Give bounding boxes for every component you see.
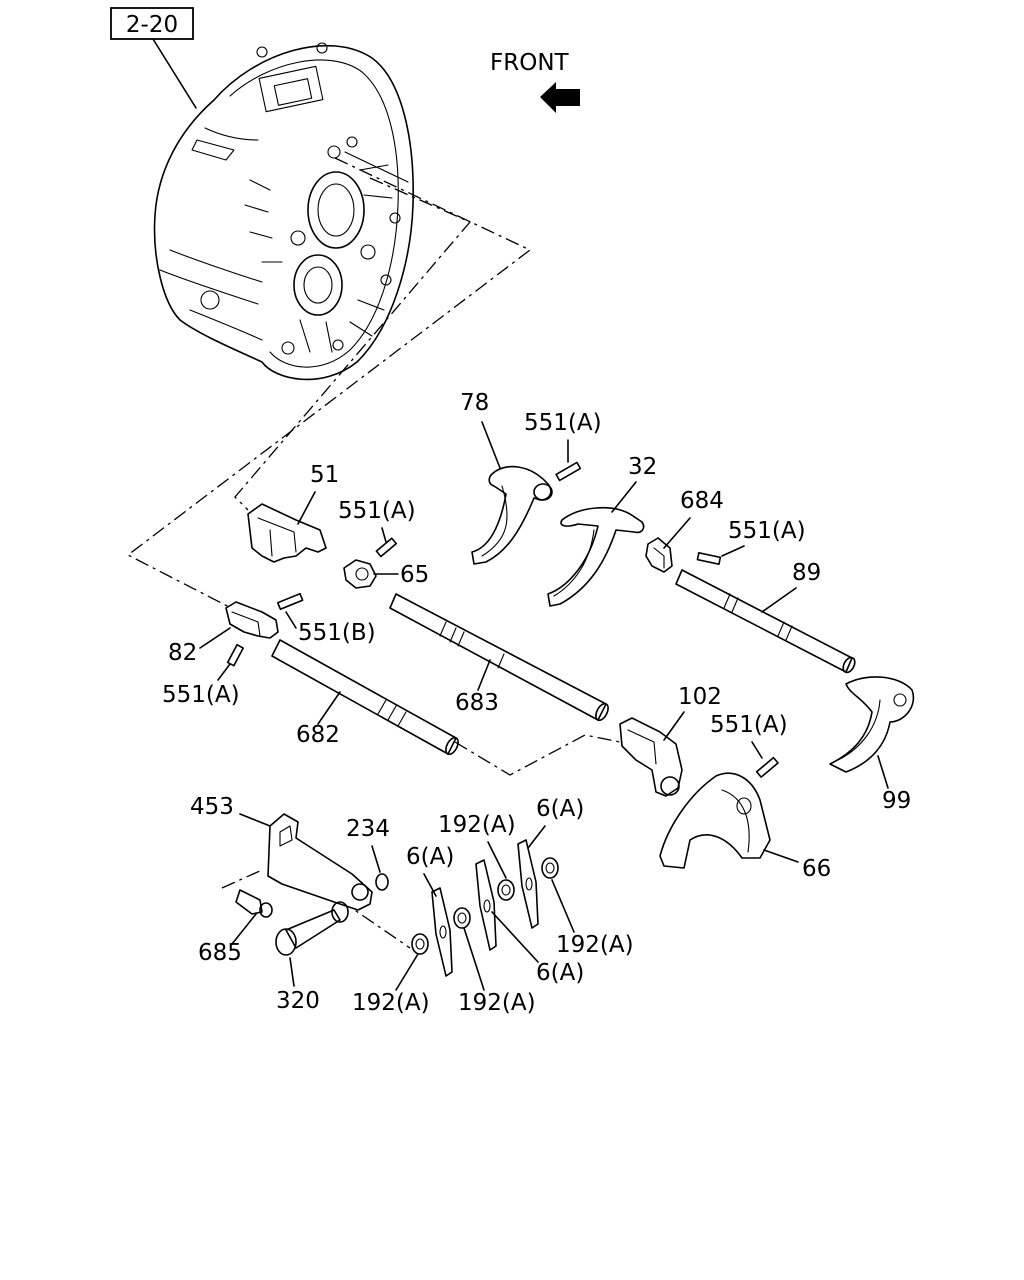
shift-head-65[interactable]	[343, 559, 377, 589]
leader-192a-right	[551, 879, 575, 933]
leader-192a-bottom-2	[463, 927, 485, 991]
label-6a-mid: 6(A)	[406, 844, 454, 870]
label-102: 102	[678, 684, 722, 710]
label-66: 66	[802, 856, 831, 882]
leader-234	[371, 845, 381, 873]
roll-pin-551a-66[interactable]	[755, 756, 779, 778]
shift-fork-66[interactable]	[659, 772, 771, 869]
shift-lever-51[interactable]	[247, 503, 327, 563]
shift-shaft-682[interactable]	[271, 639, 461, 756]
washer-192a-1[interactable]	[411, 933, 429, 955]
shift-fork-99[interactable]	[829, 676, 915, 773]
leader-320	[289, 957, 295, 987]
label-234: 234	[346, 816, 390, 842]
alignment-lines	[126, 157, 621, 949]
label-192a-bottom-2: 192(A)	[458, 990, 536, 1016]
label-551a-top: 551(A)	[524, 410, 602, 436]
transmission-housing[interactable]	[153, 42, 414, 381]
leader-453	[239, 813, 271, 827]
reference-leader-line	[152, 38, 197, 109]
leader-89	[761, 587, 797, 613]
leader-66	[763, 849, 799, 863]
reference-box-label: 2-20	[126, 12, 178, 38]
label-192a-top: 192(A)	[438, 812, 516, 838]
leader-551a-66	[751, 741, 763, 759]
leader-192a-bottom-1	[395, 953, 419, 991]
roll-pin-551a-65[interactable]	[375, 537, 398, 558]
label-192a-right: 192(A)	[556, 932, 634, 958]
leader-102	[663, 711, 685, 741]
label-551b: 551(B)	[298, 620, 376, 646]
label-551a-684: 551(A)	[728, 518, 806, 544]
housing-detail-line	[344, 151, 409, 183]
leader-685	[231, 913, 257, 945]
label-78: 78	[460, 390, 489, 416]
label-192a-bottom-1: 192(A)	[352, 990, 430, 1016]
label-684: 684	[680, 488, 724, 514]
shift-block-82[interactable]	[225, 601, 279, 639]
leader-551a-82	[217, 663, 231, 681]
label-32: 32	[628, 454, 657, 480]
leader-551b	[285, 611, 297, 629]
leader-99	[877, 755, 889, 789]
shift-fork-32[interactable]	[547, 506, 645, 607]
label-683: 683	[455, 690, 499, 716]
front-arrow-icon	[540, 82, 580, 113]
leader-682	[317, 691, 341, 725]
label-99: 99	[882, 788, 911, 814]
label-453: 453	[190, 794, 234, 820]
leader-82	[199, 627, 231, 649]
leader-6a-top	[527, 825, 546, 849]
pin-320[interactable]	[275, 901, 349, 956]
leader-551a-65	[381, 527, 387, 543]
roll-pin-551a-top[interactable]	[555, 461, 582, 482]
washer-192a-2[interactable]	[453, 907, 471, 929]
label-6a-bottom: 6(A)	[536, 960, 584, 986]
plate-6a-2[interactable]	[475, 859, 497, 951]
bolt-685[interactable]	[235, 889, 273, 918]
label-551a-65: 551(A)	[338, 498, 416, 524]
front-label: FRONT	[490, 50, 570, 76]
label-6a-top: 6(A)	[536, 796, 584, 822]
leader-684	[663, 517, 691, 549]
washer-192a-3[interactable]	[497, 879, 515, 901]
plate-6a-1[interactable]	[431, 887, 453, 977]
reference-box[interactable]: 2-20	[110, 7, 194, 40]
plate-6a-3[interactable]	[517, 839, 539, 929]
washer-192a-4[interactable]	[541, 857, 559, 879]
leader-51	[297, 491, 316, 525]
shift-shaft-89[interactable]	[675, 569, 857, 674]
roll-pin-551a-684[interactable]	[696, 551, 722, 565]
pin-551b[interactable]	[276, 592, 304, 611]
label-682: 682	[296, 722, 340, 748]
label-89: 89	[792, 560, 821, 586]
shift-fork-78[interactable]	[471, 465, 553, 565]
leader-6a-bottom	[491, 911, 539, 963]
label-685: 685	[198, 940, 242, 966]
ring-234[interactable]	[375, 873, 389, 891]
leader-78	[481, 421, 501, 469]
leader-192a-top	[487, 841, 507, 879]
label-551a-82: 551(A)	[162, 682, 240, 708]
shift-shaft-683[interactable]	[389, 593, 611, 722]
leader-551a-684	[721, 545, 745, 557]
label-65: 65	[400, 562, 429, 588]
leader-32	[611, 481, 637, 513]
label-51: 51	[310, 462, 339, 488]
leader-6a-mid	[423, 873, 437, 897]
shift-lever-102[interactable]	[619, 717, 683, 797]
label-82: 82	[168, 640, 197, 666]
bracket-453[interactable]	[267, 813, 373, 911]
label-551a-66: 551(A)	[710, 712, 788, 738]
leader-683	[477, 659, 491, 691]
label-320: 320	[276, 988, 320, 1014]
roll-pin-551a-82[interactable]	[226, 643, 245, 667]
